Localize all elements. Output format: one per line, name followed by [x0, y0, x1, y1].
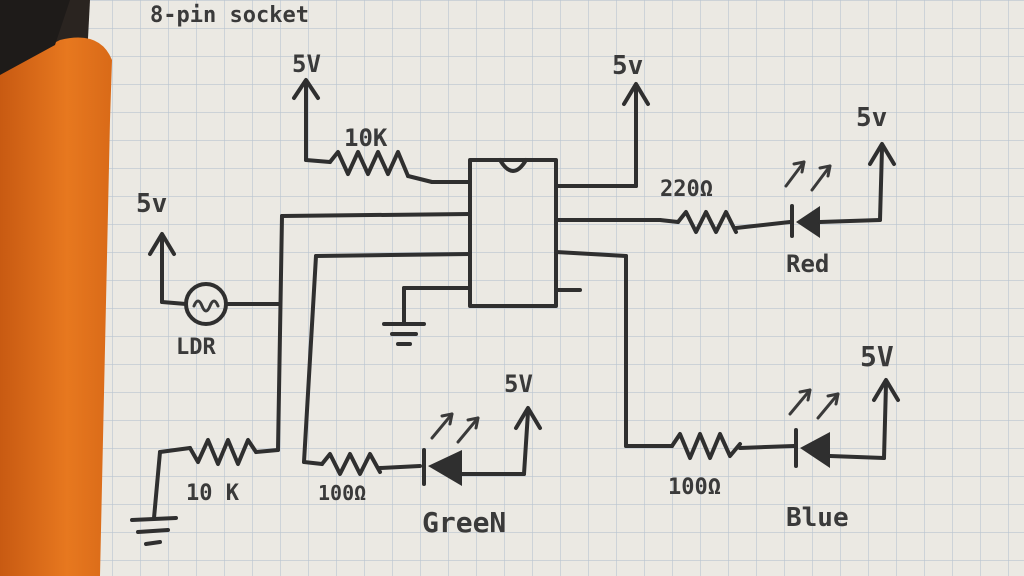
led-label-red: Red: [786, 250, 829, 278]
blue-led-branch: [624, 254, 900, 468]
supply-label-top-center: 5v: [612, 51, 643, 81]
top-resistor-branch: [292, 78, 434, 184]
led-label-green: GreeN: [422, 506, 506, 539]
supply-label-ldr: 5v: [136, 189, 167, 219]
ldr-branch: [148, 212, 472, 452]
supply-label-green: 5V: [504, 370, 533, 398]
resistor-label-bottom-left: 10 K: [186, 481, 240, 506]
top-center-supply: [622, 82, 650, 188]
red-led-branch: [658, 142, 896, 238]
resistor-label-blue: 100Ω: [668, 475, 721, 500]
resistor-label-red: 220Ω: [660, 177, 713, 202]
graph-paper: [60, 0, 1024, 576]
supply-label-top-left: 5V: [292, 50, 321, 78]
green-led-branch: [302, 252, 542, 486]
supply-label-blue: 5V: [860, 340, 894, 373]
resistor-label-green: 100Ω: [318, 481, 366, 505]
resistor-label-top: 10K: [344, 124, 388, 152]
page-title: 8-pin socket: [150, 3, 309, 28]
ic-8pin: [402, 158, 662, 308]
bottom-left-resistor: [130, 438, 280, 546]
supply-label-red: 5v: [856, 103, 887, 133]
ic-ground: [382, 286, 426, 346]
led-label-blue: Blue: [786, 503, 849, 533]
ldr-label: LDR: [176, 335, 216, 360]
orange-object: [0, 0, 112, 576]
